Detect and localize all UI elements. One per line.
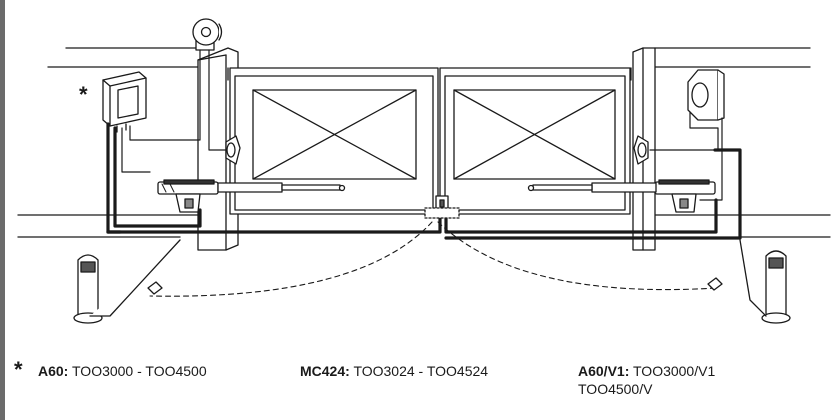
legend-model: MC424: <box>300 363 350 379</box>
legend-item-mc424: MC424: TOO3024 - TOO4524 <box>300 363 488 380</box>
key-selector-icon <box>687 69 725 121</box>
left-pillar <box>197 47 239 251</box>
page-left-border <box>0 0 5 420</box>
legend-codes: TOO4500/V <box>578 381 653 397</box>
right-column-photocell-icon <box>739 239 791 324</box>
swing-gate-installation-diagram <box>17 18 831 324</box>
center-gate-stop <box>424 195 460 219</box>
flashing-lamp-icon <box>192 18 223 51</box>
legend-item-a60-v1-line2: TOO4500/V <box>578 381 652 398</box>
right-beam-receiver-icon <box>707 277 723 291</box>
photocell-beams <box>149 221 717 297</box>
left-gate-operator <box>157 179 346 213</box>
right-gate-operator <box>527 179 716 213</box>
wall-top-lines <box>47 47 811 68</box>
right-photocell-icon <box>633 135 649 165</box>
legend-codes: TOO3024 - TOO4524 <box>353 363 489 379</box>
legend-item-a60-v1: A60/V1: TOO3000/V1 <box>578 363 715 380</box>
left-column-photocell-icon <box>73 239 181 324</box>
legend-codes: TOO3000/V1 <box>633 363 716 379</box>
legend-codes: TOO3000 - TOO4500 <box>72 363 207 379</box>
cable-routes <box>121 49 723 201</box>
legend-asterisk: * <box>14 357 23 382</box>
left-photocell-icon <box>225 135 241 165</box>
legend-model: A60: <box>38 363 69 379</box>
left-beam-receiver-icon <box>147 281 163 295</box>
control-panel-icon <box>102 71 147 133</box>
control-panel-asterisk: * <box>79 82 88 107</box>
legend-item-a60: A60: TOO3000 - TOO4500 <box>38 363 207 380</box>
legend-model: A60/V1: <box>578 363 630 379</box>
